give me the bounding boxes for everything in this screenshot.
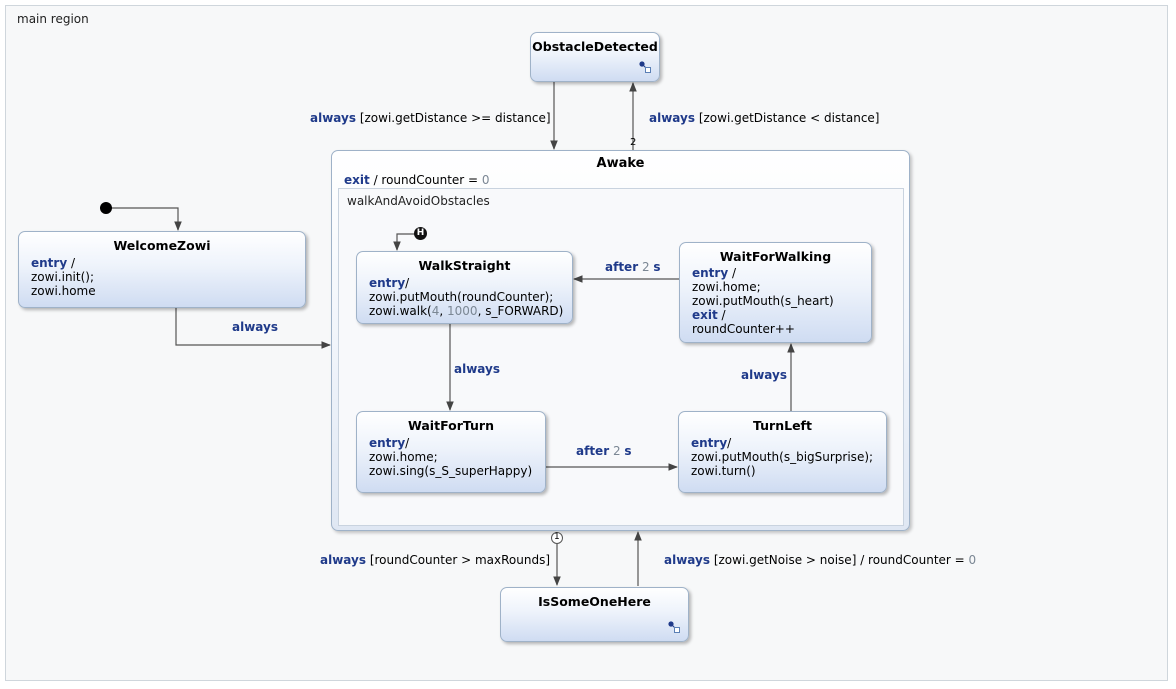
action-line: zowi.sing(s_S_superHappy) [369, 464, 533, 478]
trigger-keyword: always [320, 553, 366, 567]
entry-keyword: entry [31, 256, 68, 270]
state-walk-straight[interactable]: WalkStraight entry/ zowi.putMouth(roundC… [356, 251, 573, 324]
action-line: zowi.home [31, 284, 96, 298]
guard-text: [zowi.getNoise > noise] / roundCounter = [710, 553, 969, 567]
priority-label-1: 1 [554, 532, 560, 542]
state-name-wait-for-turn: WaitForTurn [408, 418, 494, 433]
entry-suffix: / [67, 256, 76, 270]
label-waitforwalking-to-walkstraight: after 2 s [605, 260, 661, 274]
action-line-walk: zowi.walk(4, 1000, s_FORWARD) [369, 304, 572, 318]
state-obstacle-detected[interactable]: ObstacleDetected [530, 32, 660, 82]
timer-unit: s [653, 260, 661, 274]
inner-region-label: walkAndAvoidObstacles [347, 194, 490, 208]
action-line: roundCounter++ [692, 322, 795, 336]
entry-suffix: / [728, 266, 737, 280]
trigger-keyword: always [741, 368, 787, 382]
initial-pseudostate [100, 202, 112, 214]
state-is-someone-here[interactable]: IsSomeOneHere [500, 587, 689, 642]
trigger-keyword: always [664, 553, 710, 567]
edge-welcome-to-awake [175, 308, 331, 349]
walk-arg-period: 1000 [447, 304, 478, 318]
timer-value: 2 [638, 260, 654, 274]
trigger-keyword: after [605, 260, 639, 274]
action-line: zowi.putMouth(roundCounter); [369, 290, 554, 304]
priority-marker-1 [551, 532, 563, 544]
state-turn-left[interactable]: TurnLeft entry/ zowi.putMouth(s_bigSurpr… [678, 411, 887, 493]
exit-keyword: exit [692, 308, 718, 322]
trigger-keyword: after [576, 444, 610, 458]
entry-suffix: / [405, 276, 410, 290]
state-wait-for-walking[interactable]: WaitForWalking entry / zowi.home; zowi.p… [679, 242, 872, 343]
entry-keyword: entry [691, 436, 728, 450]
state-name-welcome-zowi: WelcomeZowi [113, 238, 211, 253]
trigger-keyword: always [454, 362, 500, 376]
state-welcome-zowi[interactable]: WelcomeZowi entry / zowi.init(); zowi.ho… [18, 231, 306, 308]
entry-suffix: / [727, 436, 732, 450]
welcome-zowi-actions: entry / zowi.init(); zowi.home [19, 256, 305, 298]
guard-text: [zowi.getDistance < distance] [695, 111, 880, 125]
priority-label-2: 2 [630, 137, 637, 148]
exit-keyword: exit [344, 173, 370, 187]
timer-value: 2 [609, 444, 625, 458]
walk-straight-actions: entry/ zowi.putMouth(roundCounter); zowi… [357, 276, 572, 318]
state-name-obstacle-detected: ObstacleDetected [532, 39, 658, 54]
edge-initial-to-welcome [106, 207, 182, 231]
state-name-awake: Awake [596, 156, 645, 171]
walk-sep: , [439, 304, 448, 318]
label-turnleft-to-waitforwalking: always [741, 368, 787, 382]
entry-suffix: / [405, 436, 410, 450]
entry-keyword: entry [692, 266, 729, 280]
action-line: zowi.home; [369, 450, 438, 464]
label-awake-to-isanyone: always [roundCounter > maxRounds] [320, 553, 550, 567]
wait-for-turn-actions: entry/ zowi.home; zowi.sing(s_S_superHap… [357, 436, 545, 478]
label-obstacle-to-awake: always [zowi.getDistance >= distance] [310, 111, 551, 125]
label-waitforturn-to-turnleft: after 2 s [576, 444, 632, 458]
state-wait-for-turn[interactable]: WaitForTurn entry/ zowi.home; zowi.sing(… [356, 411, 546, 493]
guard-text: [zowi.getDistance >= distance] [356, 111, 551, 125]
edge-history-to-walkstraight [393, 233, 421, 251]
action-line: zowi.putMouth(s_heart) [692, 294, 834, 308]
trigger-keyword: always [232, 320, 278, 334]
state-name-turn-left: TurnLeft [753, 418, 812, 433]
action-line: zowi.home; [692, 280, 761, 294]
exit-value: 0 [481, 173, 490, 187]
submachine-icon [639, 61, 651, 73]
state-name-is-someone-here: IsSomeOneHere [538, 594, 651, 609]
guard-text: [roundCounter > maxRounds] [366, 553, 551, 567]
label-isanyone-to-awake: always [zowi.getNoise > noise] / roundCo… [664, 553, 976, 567]
label-awake-to-obstacle: always [zowi.getDistance < distance] [649, 111, 880, 125]
state-name-walk-straight: WalkStraight [418, 258, 511, 273]
turn-left-actions: entry/ zowi.putMouth(s_bigSurprise); zow… [679, 436, 886, 478]
action-line: zowi.turn() [691, 464, 756, 478]
region-label: main region [17, 12, 89, 26]
trigger-keyword: always [310, 111, 356, 125]
action-line: zowi.init(); [31, 270, 94, 284]
exit-suffix: / [717, 308, 726, 322]
awake-exit-action: exit / roundCounter = 0 [344, 173, 490, 187]
trigger-keyword: always [649, 111, 695, 125]
submachine-icon [668, 621, 680, 633]
assign-value: 0 [968, 553, 977, 567]
entry-keyword: entry [369, 276, 406, 290]
walk-call: zowi.walk( [369, 304, 432, 318]
walk-arg-dir: , s_FORWARD) [477, 304, 564, 318]
label-walkstraight-to-waitforturn: always [454, 362, 500, 376]
wait-for-walking-actions: entry / zowi.home; zowi.putMouth(s_heart… [680, 266, 871, 336]
action-line: zowi.putMouth(s_bigSurprise); [691, 450, 874, 464]
exit-action: / roundCounter = [373, 173, 482, 187]
timer-unit: s [624, 444, 632, 458]
label-welcome-to-awake: always [232, 320, 278, 334]
entry-keyword: entry [369, 436, 406, 450]
state-name-wait-for-walking: WaitForWalking [719, 249, 832, 264]
walk-arg-steps: 4 [431, 304, 440, 318]
history-pseudostate: H [414, 227, 427, 240]
